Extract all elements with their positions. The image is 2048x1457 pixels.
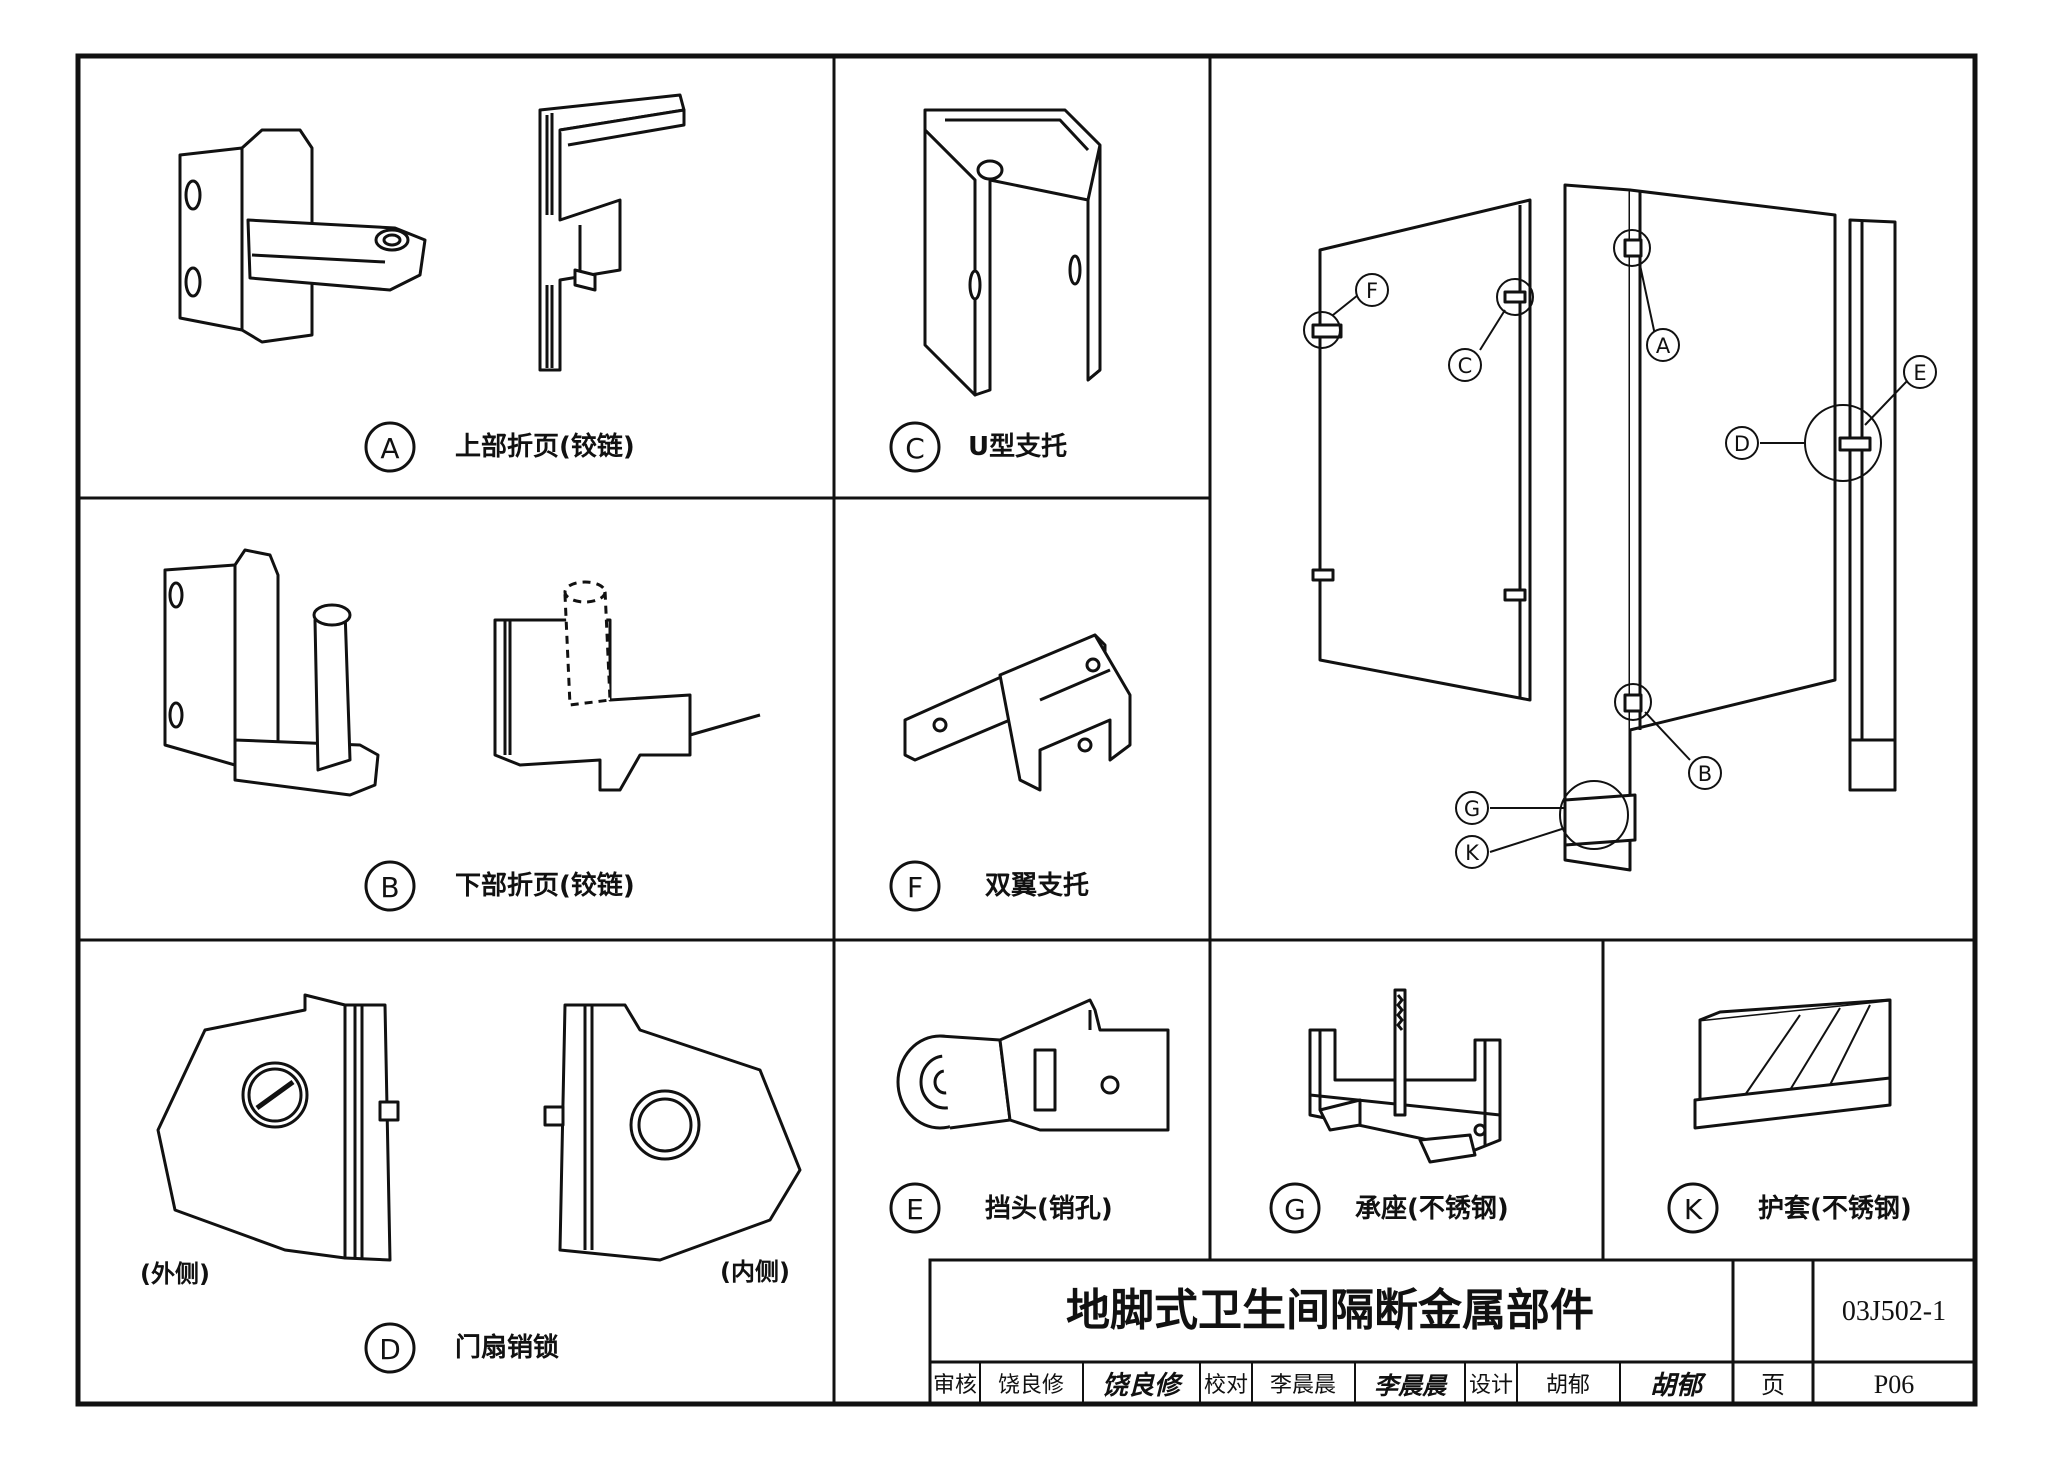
part-e-label: E 挡头(销孔) [889,1182,1113,1234]
partition-assembly-drawing [1311,183,1897,872]
callout-e: E [1903,355,1937,389]
callout-f: F [1355,273,1389,307]
page-label: 页 [1761,1371,1785,1399]
part-k-name: 护套(不锈钢) [1758,1194,1912,1224]
part-f-name: 双翼支托 [985,871,1089,901]
bearing-seat-drawing [1308,988,1502,1164]
part-b-name: 下部折页(铰链) [455,870,635,901]
part-f-letter: F [907,871,923,904]
part-c-name: U型支托 [968,432,1067,462]
drawing-title: 地脚式卫生间隔断金属部件 [1066,1285,1594,1336]
part-a-letter: A [380,432,399,465]
reviewer-name: 饶良修 [998,1373,1064,1398]
page-number: P06 [1874,1370,1914,1399]
svg-text:B: B [1698,762,1712,786]
reviewer-signature: 饶良修 [1102,1371,1184,1401]
part-f-label: F 双翼支托 [889,860,1089,912]
designer-name: 胡郁 [1546,1373,1590,1398]
callout-c: C [1448,348,1482,382]
part-b-letter: B [380,871,399,904]
part-d-name: 门扇销锁 [455,1332,559,1363]
svg-text:K: K [1465,841,1480,865]
callout-a: A [1646,328,1680,362]
callout-d: D [1725,426,1759,460]
design-label: 设计 [1469,1373,1513,1398]
part-k-letter: K [1684,1193,1703,1226]
svg-text:F: F [1366,279,1378,303]
lower-hinge-drawing [163,548,761,797]
callout-g: G [1455,791,1489,825]
double-wing-bracket-drawing [903,633,1132,792]
latch-inner-side-label: (内侧) [720,1258,790,1286]
review-label: 审核 [933,1373,977,1398]
latch-outer-side-label: (外侧) [140,1260,210,1288]
part-c-letter: C [905,432,925,465]
part-d-letter: D [379,1333,401,1366]
svg-text:G: G [1464,797,1480,821]
callout-k: K [1455,835,1489,869]
check-label: 校对 [1204,1373,1248,1398]
leader-lines [1332,264,1909,853]
stop-head-drawing [896,998,1170,1132]
part-k-label: K 护套(不锈钢) [1667,1182,1912,1234]
door-latch-drawing [156,993,802,1262]
checker-name: 李晨晨 [1270,1373,1336,1398]
atlas-code: 03J502-1 [1842,1296,1946,1327]
part-g-letter: G [1284,1193,1306,1226]
svg-text:E: E [1913,361,1926,385]
part-g-label: G 承座(不锈钢) [1269,1182,1509,1234]
part-a-label: A 上部折页(铰链) [364,421,635,473]
part-d-label: D 门扇销锁 [364,1322,559,1374]
svg-text:D: D [1734,432,1750,456]
part-g-name: 承座(不锈钢) [1355,1193,1509,1224]
svg-text:C: C [1458,354,1473,378]
title-block [928,1258,1977,1406]
protective-sleeve-drawing [1693,998,1892,1130]
checker-signature: 李晨晨 [1374,1372,1448,1400]
upper-hinge-drawing [178,93,686,372]
part-e-name: 挡头(销孔) [985,1194,1113,1224]
part-e-letter: E [906,1193,924,1226]
part-c-label: C U型支托 [889,421,1067,473]
designer-signature: 胡郁 [1650,1371,1707,1401]
part-b-label: B 下部折页(铰链) [364,860,635,912]
callout-b: B [1688,756,1722,790]
svg-text:A: A [1656,334,1671,358]
u-bracket-drawing [923,108,1102,397]
part-a-name: 上部折页(铰链) [455,431,635,462]
